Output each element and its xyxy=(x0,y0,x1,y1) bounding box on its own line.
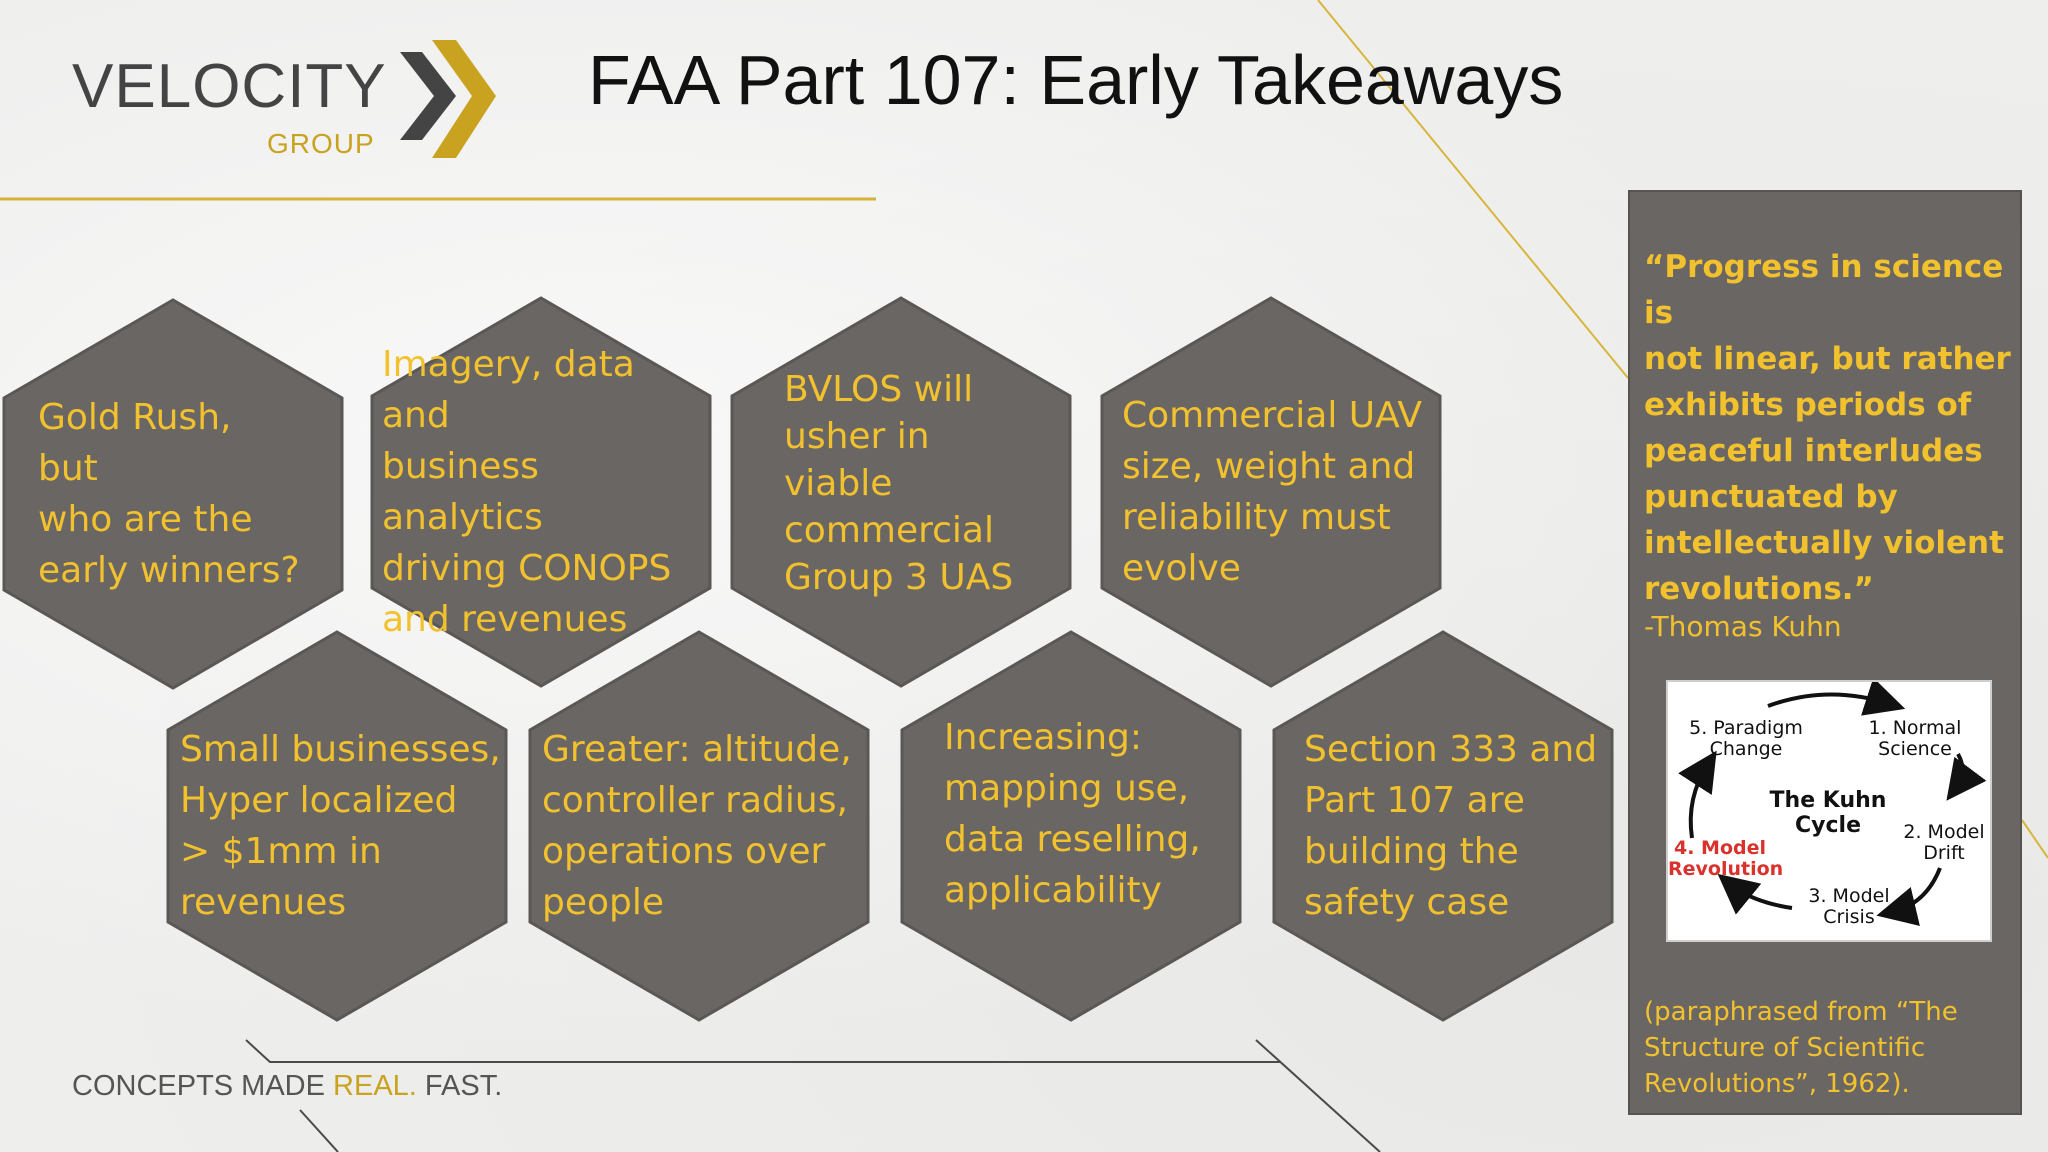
cycle-step-1: 1. Normal Science xyxy=(1868,717,1962,760)
cycle-step-5: 5. Paradigm Change xyxy=(1689,717,1803,760)
chevrons-icon xyxy=(400,40,496,158)
hexagon-2: Imagery, data and business analytics dri… xyxy=(370,296,712,688)
hexagon-7: Increasing: mapping use, data reselling,… xyxy=(900,630,1242,1022)
hexagon-text: Gold Rush, but who are the early winners… xyxy=(38,397,300,591)
hexagon-text: Small businesses, Hyper localized > $1mm… xyxy=(180,729,501,923)
hexagon-1: Gold Rush, but who are the early winners… xyxy=(2,298,344,690)
cycle-step-2: 2. Model Drift xyxy=(1903,821,1985,864)
logo-wordmark: VELOCITY xyxy=(72,52,387,121)
tagline: CONCEPTS MADE REAL. FAST. xyxy=(72,1070,502,1103)
tagline-pre: CONCEPTS MADE xyxy=(72,1070,334,1102)
hexagon-5: Small businesses, Hyper localized > $1mm… xyxy=(166,630,508,1022)
diagonal-rule-right xyxy=(2021,819,2048,859)
footer-diagonal-right xyxy=(1255,1039,1381,1152)
hexagon-4: Commercial UAV size, weight and reliabil… xyxy=(1100,296,1442,688)
hexagon-6: Greater: altitude, controller radius, op… xyxy=(528,630,870,1022)
hexagon-text: Section 333 and Part 107 are building th… xyxy=(1304,729,1598,923)
cycle-title: The Kuhn Cycle xyxy=(1769,788,1887,838)
hexagon-text: Increasing: mapping use, data reselling,… xyxy=(944,717,1201,911)
tagline-highlight: REAL. xyxy=(333,1070,417,1102)
hexagon-8: Section 333 and Part 107 are building th… xyxy=(1272,630,1614,1022)
cycle-step-4: 4. Model Revolution xyxy=(1668,837,1784,880)
quote-source: (paraphrased from “The Structure of Scie… xyxy=(1644,997,1958,1099)
company-logo: VELOCITY GROUP xyxy=(72,38,496,163)
cycle-arrows xyxy=(1678,682,1987,926)
logo-subtitle: GROUP xyxy=(267,128,375,159)
footer-rule xyxy=(245,1039,1280,1063)
kuhn-cycle-diagram: 5. Paradigm Change 1. Normal Science The… xyxy=(1666,680,1992,942)
hexagon-3: BVLOS will usher in viable commercial Gr… xyxy=(730,296,1072,688)
diagonal-rule-top xyxy=(1317,0,1629,379)
footer-diagonal-left xyxy=(299,1109,339,1152)
quote-panel: “Progress in science is not linear, but … xyxy=(1628,190,2022,1115)
quote-author: -Thomas Kuhn xyxy=(1644,610,1842,643)
slide-title: FAA Part 107: Early Takeaways xyxy=(588,41,1564,119)
kuhn-quote: “Progress in science is not linear, but … xyxy=(1644,249,2011,607)
tagline-post: FAST. xyxy=(416,1070,503,1102)
hexagon-text: BVLOS will usher in viable commercial Gr… xyxy=(784,368,1014,598)
hexagon-text: Commercial UAV size, weight and reliabil… xyxy=(1122,395,1423,589)
hexagon-text: Greater: altitude, controller radius, op… xyxy=(542,729,852,923)
hexagon-text: Imagery, data and business analytics dri… xyxy=(382,344,672,640)
cycle-step-3: 3. Model Crisis xyxy=(1808,885,1890,928)
